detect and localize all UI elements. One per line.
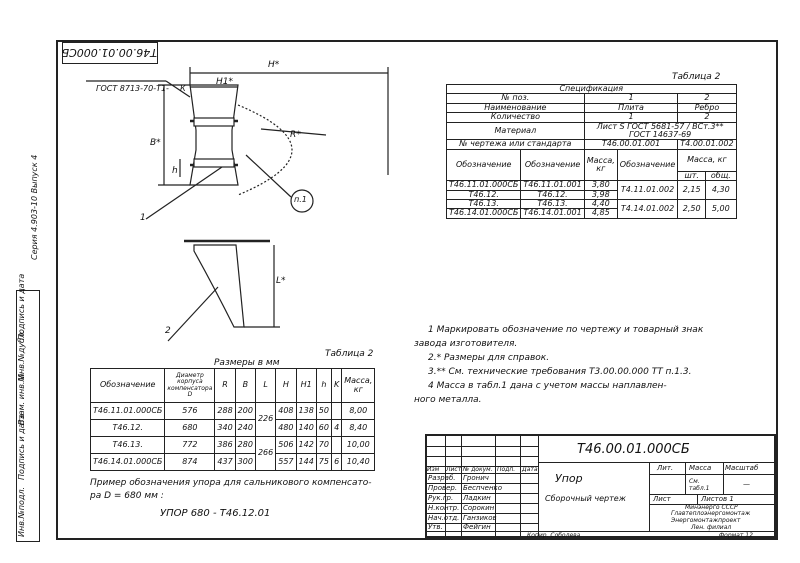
dim-r: R* <box>290 130 301 140</box>
example-code: УПОР 680 - Т46.12.01 <box>160 508 271 519</box>
series-label: Серия 4.903-10 Выпуск 4 <box>30 154 39 260</box>
role-izm: Изм <box>427 466 440 473</box>
dim-h-small: h <box>172 166 178 176</box>
side-label-0: Инв.№подл. <box>17 486 26 537</box>
example-line1: Пример обозначения упора для сальниковог… <box>90 478 372 488</box>
tb-subname: Сборочный чертеж <box>545 494 626 503</box>
tb-copy: Копир. Соболева <box>527 532 581 539</box>
note-3: 3.** См. технические требования Т3.00.00… <box>428 367 692 377</box>
side-label-4: Подпись и дата <box>17 273 26 340</box>
note-2: 2.* Размеры для справок. <box>428 353 550 363</box>
dim-h1: H1* <box>216 77 233 87</box>
dim-b: B* <box>150 138 161 148</box>
sheet-frame <box>56 40 778 540</box>
weld-k: К <box>180 84 186 93</box>
note-1b: завода изготовителя. <box>414 339 518 349</box>
tb-name: Упор <box>555 472 583 485</box>
std-label: ГОСТ 8713-70-Т1- <box>96 84 169 93</box>
stamp-code-box: Т46.00.01.000СБ <box>62 42 158 64</box>
dim-caption-right: Таблица 2 <box>325 349 374 359</box>
side-strip <box>16 290 40 542</box>
role-date: Дата <box>522 466 538 473</box>
role-list: Лист <box>446 466 462 473</box>
spec-title: Спецификация <box>446 83 737 95</box>
rib-outline <box>193 244 245 328</box>
callout-2: 2 <box>165 326 171 336</box>
part-drawing <box>86 67 389 342</box>
tb-code: Т46.00.01.000СБ <box>577 442 690 457</box>
tb-format: Формат 12 <box>719 532 753 539</box>
title-block: Изм Лист № докум. Подп. Дата Разраб. Гро… <box>425 434 778 539</box>
bubble-p1: п.1 <box>294 195 307 204</box>
callout-1: 1 <box>140 213 146 223</box>
role-sign: Подп. <box>497 466 516 473</box>
dim-l: L* <box>276 276 286 286</box>
role-doc: № докум. <box>463 466 493 473</box>
note-4: 4 Масса в табл.1 дана с учетом массы нап… <box>428 381 667 391</box>
example-line2: ра D = 680 мм : <box>90 491 164 501</box>
plate-outline <box>189 84 239 186</box>
spec-caption: Таблица 2 <box>672 72 721 82</box>
side-label-2: Взам. инв.№ <box>17 373 26 425</box>
note-1: 1 Маркировать обозначение по чертежу и т… <box>428 325 704 335</box>
note-4b: ного металла. <box>414 395 482 405</box>
dim-h: H* <box>268 60 280 70</box>
dim-table: Обозначение Диаметр корпуса компенсатора… <box>89 368 376 471</box>
dim-caption-left: Размеры в мм <box>214 358 280 368</box>
